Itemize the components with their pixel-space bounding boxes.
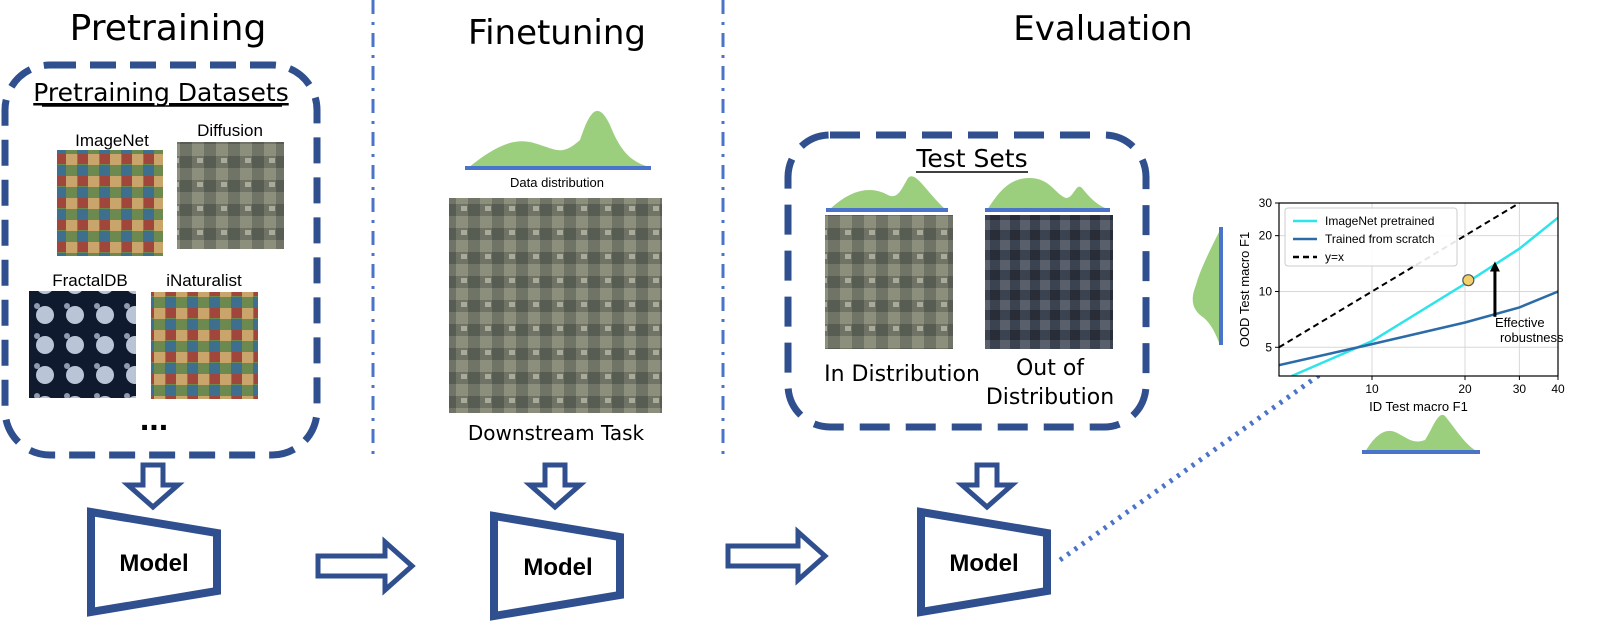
section-title-pretraining: Pretraining: [70, 8, 267, 49]
downstream-task-image-grid: [449, 198, 662, 413]
model-label-1: Model: [119, 550, 188, 577]
chart-highlight-point: [1462, 274, 1475, 287]
x-tick-label: 20: [1458, 382, 1472, 396]
ood-label-line-2: Distribution: [986, 385, 1114, 410]
test-sets-box: [784, 131, 1150, 431]
model-label-3: Model: [949, 550, 1018, 577]
fractaldb-image-grid: [29, 291, 136, 398]
legend-label-0: ImageNet pretrained: [1325, 214, 1434, 228]
y-tick-label: 5: [1265, 340, 1272, 354]
dataset-label-inaturalist: iNaturalist: [166, 271, 242, 290]
robustness-chart: 10 20 30 40 5 10 20 30 ID Test macro F1 OOD Tes…: [1192, 196, 1565, 454]
test-sets-title: Test Sets: [915, 144, 1027, 173]
pretraining-datasets-box: [1, 61, 321, 459]
x-tick-label: 40: [1551, 382, 1565, 396]
id-distribution-curve: [829, 176, 945, 210]
series-line-1: [1279, 290, 1558, 367]
chart-x-axis-label: ID Test macro F1: [1369, 399, 1468, 414]
x-tick-label: 30: [1513, 382, 1527, 396]
chart-plot-frame: [1278, 202, 1559, 377]
right-arrow-1: [315, 536, 416, 596]
effective-robustness-label-1: Effective: [1495, 315, 1545, 330]
chart-id-distribution-curve: [1365, 414, 1478, 452]
dataset-label-fractaldb: FractalDB: [52, 271, 128, 290]
down-arrow-1: [121, 462, 185, 511]
model-pretraining: Model: [87, 507, 221, 617]
chart-ticks: 10 20 30 40 5 10 20 30: [1259, 196, 1565, 396]
series-line-2: [1279, 203, 1520, 349]
legend-label-2: y=x: [1325, 250, 1344, 264]
section-title-finetuning: Finetuning: [468, 13, 646, 53]
effective-robustness-label-2: robustness: [1500, 330, 1564, 345]
ood-distribution-curve: [987, 178, 1108, 210]
down-arrow-3: [955, 462, 1019, 511]
diffusion-image-grid: [177, 142, 284, 249]
in-distribution-label: In Distribution: [824, 362, 980, 387]
y-tick-label: 10: [1259, 284, 1273, 298]
chart-ood-distribution-curve: [1192, 230, 1220, 345]
down-arrow-2: [523, 462, 587, 511]
legend-label-1: Trained from scratch: [1325, 232, 1435, 246]
y-tick-label: 20: [1259, 229, 1273, 243]
in-distribution-image-grid: [825, 215, 953, 349]
right-arrow-2: [725, 526, 829, 586]
model-evaluation: Model: [917, 507, 1051, 617]
imagenet-image-grid: [57, 150, 163, 256]
pretraining-datasets-title: Pretraining Datasets: [33, 78, 288, 107]
ood-label-line-1: Out of: [1016, 356, 1085, 381]
downstream-task-label: Downstream Task: [468, 421, 645, 445]
out-of-distribution-image-grid: [985, 215, 1113, 349]
effective-robustness-annotation: Effective robustness: [1489, 261, 1564, 345]
section-title-evaluation: Evaluation: [1013, 9, 1192, 49]
dataset-label-imagenet: ImageNet: [75, 131, 149, 150]
inaturalist-image-grid: [151, 292, 258, 399]
data-distribution-label: Data distribution: [510, 175, 604, 190]
chart-y-axis-label: OOD Test macro F1: [1237, 232, 1252, 347]
model-finetuning: Model: [490, 511, 624, 621]
dataset-label-diffusion: Diffusion: [197, 121, 263, 140]
y-tick-label: 30: [1259, 196, 1273, 210]
finetuning-distribution-curve: [468, 110, 650, 168]
x-tick-label: 10: [1365, 382, 1379, 396]
dataset-ellipsis: ...: [140, 400, 168, 438]
model-label-2: Model: [523, 554, 592, 581]
effective-robustness-arrowhead: [1489, 261, 1500, 272]
legend-box: [1284, 207, 1458, 267]
